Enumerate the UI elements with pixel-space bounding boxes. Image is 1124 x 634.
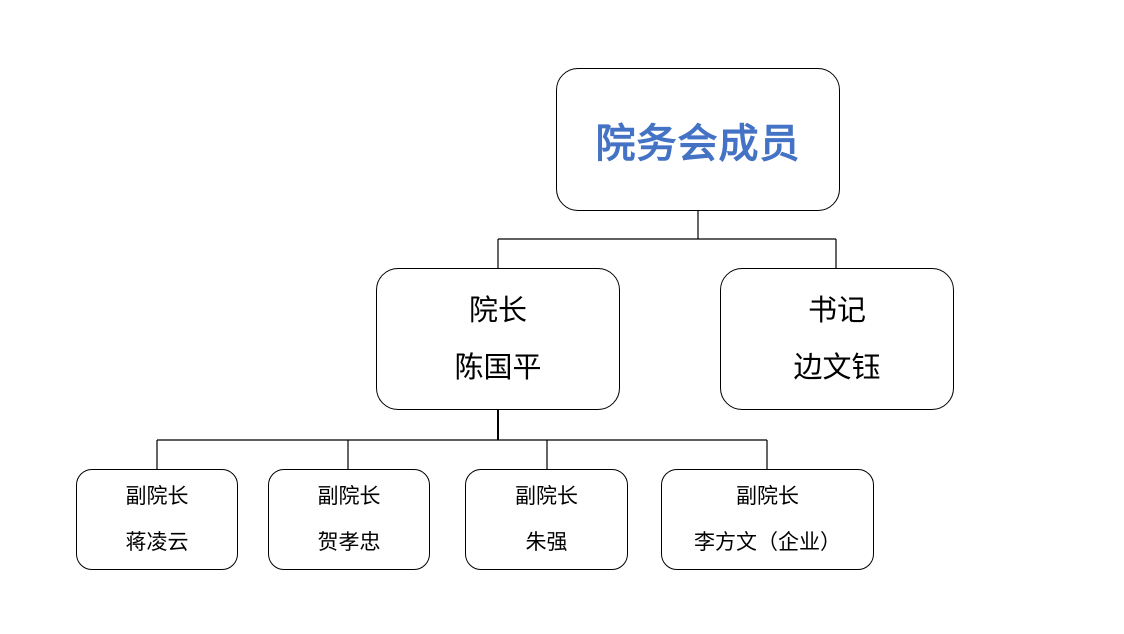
node-vice-president-2: 副院长 贺孝忠 — [268, 469, 430, 570]
vice-president-4-name: 李方文（企业） — [694, 530, 841, 554]
vice-president-1-role: 副院长 — [125, 484, 189, 508]
vice-president-2-role: 副院长 — [317, 484, 381, 508]
vice-president-3-name: 朱强 — [525, 530, 568, 554]
node-secretary: 书记 边文钰 — [720, 268, 954, 410]
node-vice-president-3: 副院长 朱强 — [465, 469, 628, 570]
vice-president-3-role: 副院长 — [515, 484, 578, 508]
vice-president-1-name: 蒋凌云 — [125, 530, 189, 554]
node-vice-president-1: 副院长 蒋凌云 — [76, 469, 238, 570]
vice-president-4-role: 副院长 — [736, 484, 799, 508]
node-president: 院长 陈国平 — [376, 268, 620, 410]
secretary-name: 边文钰 — [793, 350, 881, 384]
node-vice-president-4: 副院长 李方文（企业） — [661, 469, 874, 570]
vice-president-2-name: 贺孝忠 — [317, 530, 381, 554]
president-name: 陈国平 — [454, 350, 542, 384]
president-role: 院长 — [468, 293, 527, 327]
secretary-role: 书记 — [807, 293, 866, 327]
root-title: 院务会成员 — [595, 120, 801, 167]
root-node: 院务会成员 — [556, 68, 840, 211]
